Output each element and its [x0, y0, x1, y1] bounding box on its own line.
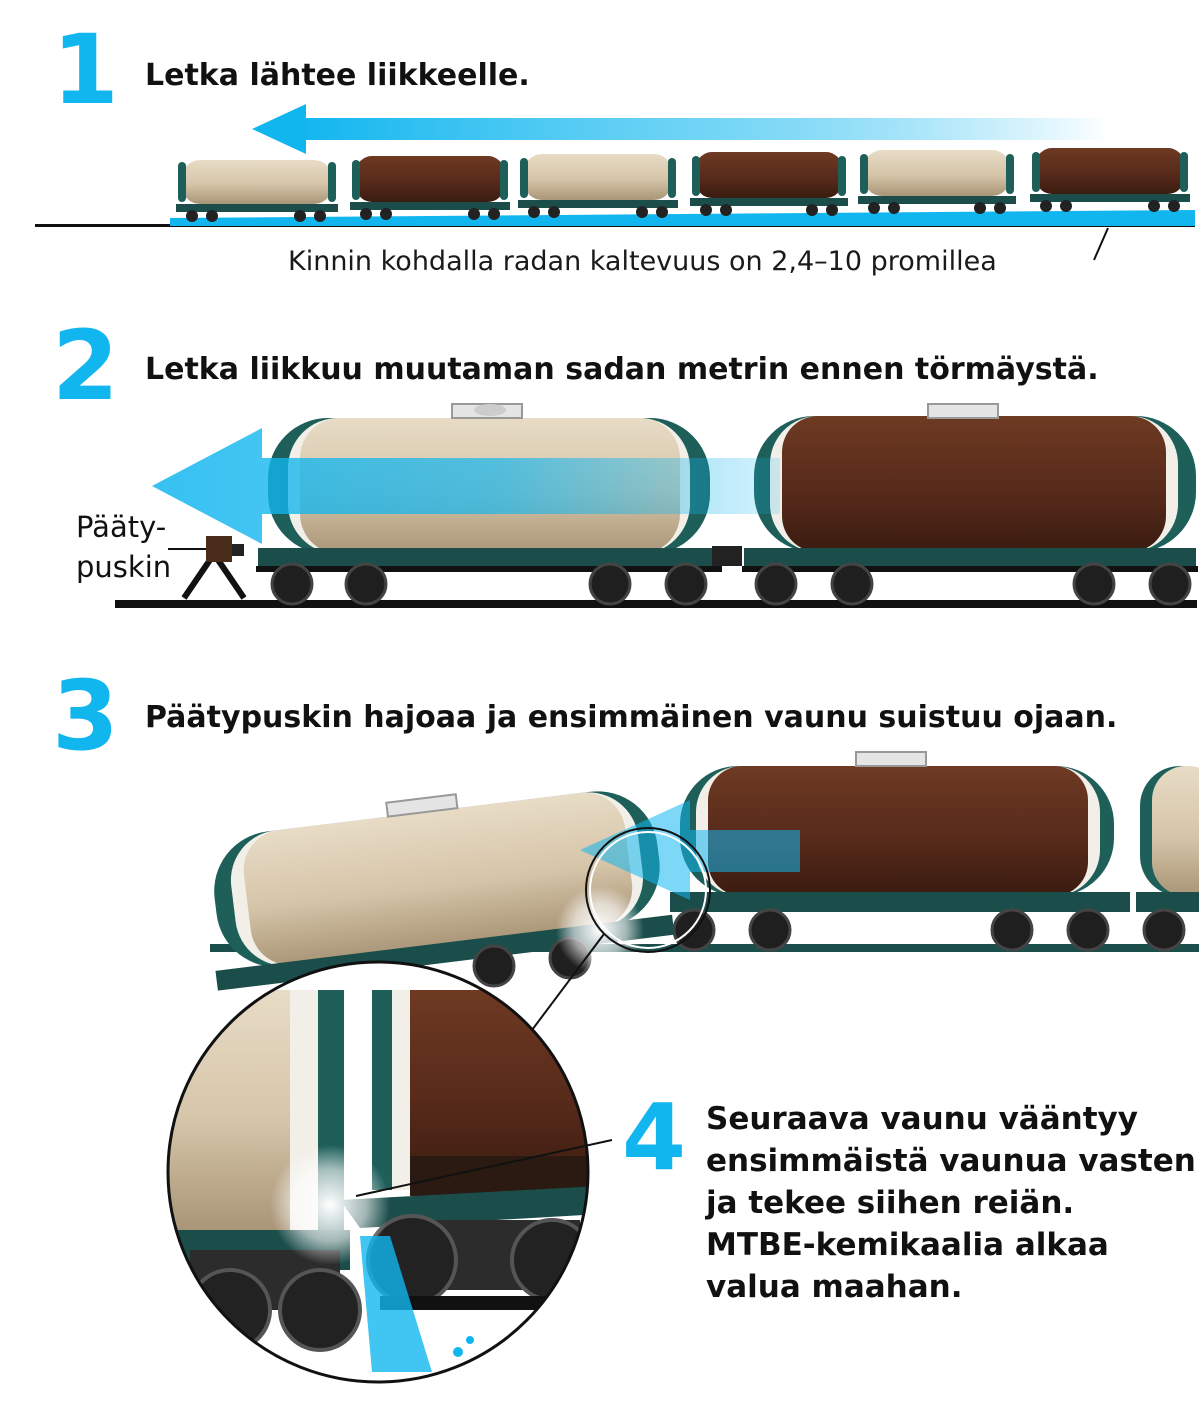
- small-car-4: [690, 152, 848, 216]
- zoom-circle-border: [166, 960, 590, 1384]
- step4-line: ensimmäistä vaunua vasten: [706, 1143, 1196, 1179]
- step-heading-3: Päätypuskin hajoaa ja ensimmäinen vaunu …: [145, 700, 1118, 735]
- track-line-2: [115, 600, 1197, 608]
- note-pointer: [1093, 227, 1109, 261]
- step-heading-1: Letka lähtee liikkeelle.: [145, 58, 530, 93]
- step4-line: Seuraava vaunu vääntyy: [706, 1101, 1138, 1137]
- step4-text: Seuraava vaunu vääntyy ensimmäistä vaunu…: [706, 1098, 1196, 1308]
- zoom-connector: [519, 933, 605, 1047]
- small-car-6: [1030, 148, 1190, 212]
- small-car-1: [176, 160, 338, 222]
- buffer-label-line2: puskin: [76, 550, 172, 584]
- step4-pointer: [355, 1139, 613, 1197]
- slope-wedge: [170, 210, 1195, 226]
- step4-line: valua maahan.: [706, 1269, 963, 1305]
- step4-line: ja tekee siihen reiän.: [706, 1185, 1075, 1221]
- small-car-2: [350, 156, 510, 220]
- wheels-step2: [270, 562, 1192, 606]
- buffer-label-line1: Pääty-: [76, 510, 167, 544]
- chemical-leak: [360, 1236, 432, 1372]
- buffer-stop: [168, 536, 247, 600]
- motion-arrow-head: [252, 104, 306, 154]
- step-number-4: 4: [622, 1084, 687, 1191]
- zoom-indicator-circle: [585, 827, 711, 953]
- step4-line: MTBE-kemikaalia alkaa: [706, 1227, 1109, 1263]
- small-car-3: [518, 154, 678, 218]
- step-number-2: 2: [52, 310, 119, 422]
- step-number-3: 3: [52, 660, 119, 772]
- motion-arrow-shaft: [300, 118, 1110, 140]
- third-car-partial: [1136, 766, 1199, 952]
- small-car-5: [858, 150, 1016, 214]
- coupler: [712, 546, 742, 566]
- zoom-detail: [166, 960, 613, 1384]
- motion-arrow-large: [152, 428, 780, 544]
- step1-train: [35, 104, 1195, 261]
- step-heading-2: Letka liikkuu muutaman sadan metrin enne…: [145, 352, 1099, 387]
- slope-note: Kinnin kohdalla radan kaltevuus on 2,4–1…: [288, 246, 997, 277]
- step2-train: [115, 403, 1198, 608]
- large-tank-brown: [742, 403, 1198, 572]
- step-number-1: 1: [52, 14, 119, 126]
- step3-scene: [210, 751, 1199, 1047]
